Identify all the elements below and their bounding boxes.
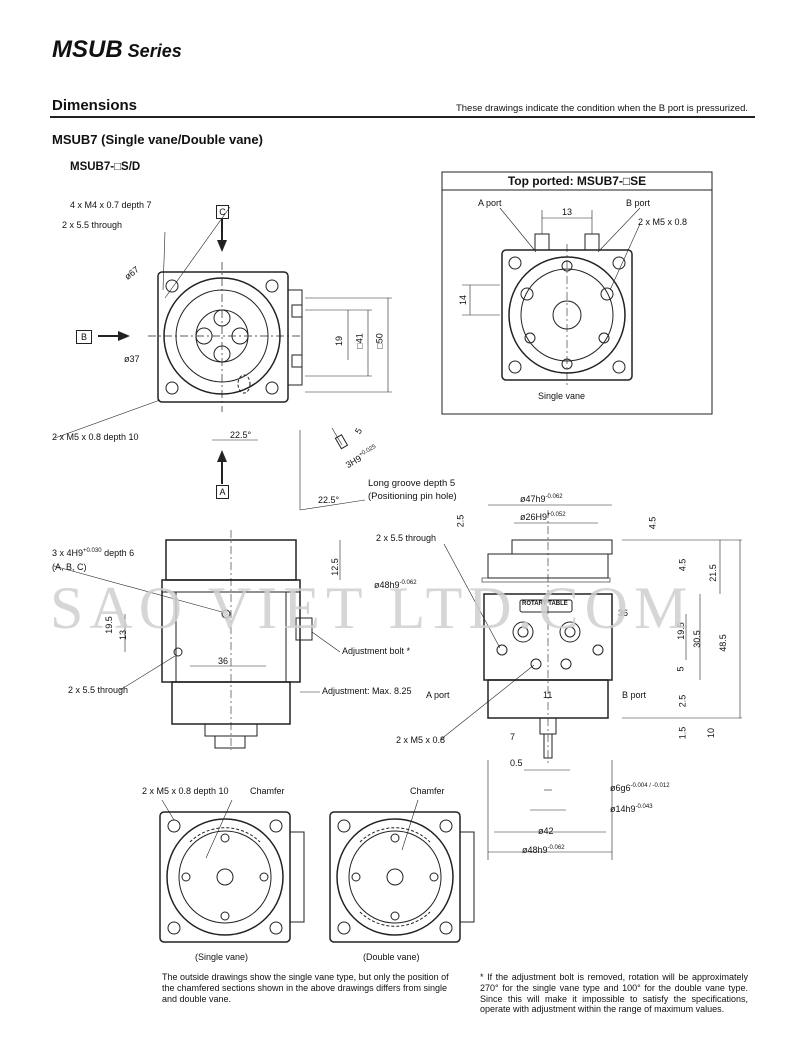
d47-text: ø47h9 bbox=[520, 494, 546, 504]
d48b-text: ø48h9 bbox=[522, 845, 548, 855]
bottom-views-drawing bbox=[159, 799, 475, 943]
label-dim-41: □41 bbox=[354, 333, 365, 349]
footnote-right: * If the adjustment bolt is removed, rot… bbox=[480, 972, 748, 1015]
d26-text: ø26H9 bbox=[520, 512, 548, 522]
front-view-drawing bbox=[54, 206, 392, 511]
right-label-d42: ø42 bbox=[538, 826, 554, 836]
model-title: MSUB7 (Single vane/Double vane) bbox=[52, 132, 263, 147]
side-label-dim-36: 36 bbox=[218, 656, 229, 666]
right-label-dim-11: 11 bbox=[543, 690, 553, 700]
right-label-d48b: ø48h9-0.062 bbox=[522, 845, 565, 855]
label-dim-50: □50 bbox=[374, 333, 385, 349]
section-divider bbox=[50, 116, 755, 118]
right-label-dim-36: 36 bbox=[618, 608, 629, 618]
right-view-drawing bbox=[439, 504, 742, 860]
top-caption: Single vane bbox=[538, 391, 586, 401]
label-through-holes: 2 x 5.5 through bbox=[62, 220, 123, 230]
right-label-dim-48-5: 48.5 bbox=[717, 634, 728, 652]
side-label-adj-bolt: Adjustment bolt * bbox=[342, 646, 411, 656]
label-d37: ø37 bbox=[124, 354, 140, 364]
d48-tolerance: -0.062 bbox=[399, 580, 417, 586]
port-a-box: A bbox=[216, 485, 229, 499]
right-label-dim-4-5a: 4.5 bbox=[647, 516, 658, 530]
side-label-through: 2 x 5.5 through bbox=[68, 685, 129, 695]
d14-text: ø14h9 bbox=[610, 804, 636, 814]
right-label-d48: ø48h9-0.062 bbox=[374, 580, 417, 590]
h9-holes-depth: depth 6 bbox=[104, 548, 135, 558]
d6-tolerance: -0.004 / -0.012 bbox=[630, 783, 670, 789]
top-ported-drawing bbox=[441, 171, 713, 415]
right-label-dim-2-5b: 2.5 bbox=[677, 694, 688, 708]
side-label-adj-max: Adjustment: Max. 8.25 bbox=[322, 686, 412, 696]
right-label-dim-7: 7 bbox=[510, 732, 516, 742]
section-title: Dimensions bbox=[52, 97, 138, 114]
top-label-dim-13: 13 bbox=[562, 207, 573, 217]
section-note: These drawings indicate the condition wh… bbox=[455, 103, 748, 114]
d6-text: ø6g6 bbox=[610, 783, 631, 793]
label-groove-note: (Positioning pin hole) bbox=[368, 491, 457, 502]
side-label-4h9: 3 x 4H9+0.030 depth 6 bbox=[52, 548, 134, 558]
right-label-through: 2 x 5.5 through bbox=[376, 533, 437, 543]
top-ported-title: Top ported: MSUB7-□SE bbox=[507, 174, 647, 188]
right-label-d47: ø47h9-0.062 bbox=[520, 494, 563, 504]
side-label-abc: (A, B, C) bbox=[52, 562, 87, 572]
right-label-thread: 2 x M5 x 0.8 bbox=[396, 735, 446, 745]
top-label-b-port: B port bbox=[626, 198, 651, 208]
right-label-dim-21-5: 21.5 bbox=[707, 564, 718, 582]
series-title: MSUB Series bbox=[52, 36, 182, 64]
top-label-a-port: A port bbox=[478, 198, 502, 208]
h9-holes-tolerance: +0.030 bbox=[83, 548, 102, 554]
right-label-dim-4-5b: 4.5 bbox=[677, 558, 688, 572]
rotary-table-plate: ROTARY TABLE bbox=[522, 601, 568, 607]
bottom-caption-double: (Double vane) bbox=[363, 952, 420, 962]
label-angle-1: 22.5° bbox=[230, 430, 252, 440]
series-suffix: Series bbox=[122, 41, 182, 61]
bottom-caption-single: (Single vane) bbox=[195, 952, 249, 962]
d26-tolerance: +0.052 bbox=[547, 512, 566, 518]
port-c-box: C bbox=[216, 205, 229, 219]
right-label-d6: ø6g6-0.004 / -0.012 bbox=[610, 783, 670, 793]
port-b-box: B bbox=[76, 330, 92, 344]
bottom-label-chamfer-1: Chamfer bbox=[250, 786, 285, 796]
footnote-left: The outside drawings show the single van… bbox=[162, 972, 449, 1004]
h9-holes-text: 3 x 4H9 bbox=[52, 548, 84, 558]
watermark: SAO VIET LTD.COM bbox=[50, 575, 694, 641]
right-label-dim-5: 5 bbox=[675, 666, 686, 672]
top-label-thread: 2 x M5 x 0.8 bbox=[638, 217, 688, 227]
model-subtitle: MSUB7-□S/D bbox=[70, 161, 141, 173]
d14-tolerance: -0.043 bbox=[635, 804, 653, 810]
d48b-tolerance: -0.062 bbox=[547, 845, 565, 851]
top-label-dim-14: 14 bbox=[458, 294, 469, 306]
right-label-b-port: B port bbox=[622, 690, 647, 700]
right-label-a-port: A port bbox=[426, 690, 450, 700]
right-label-dim-10: 10 bbox=[706, 727, 717, 739]
right-label-dim-0-5: 0.5 bbox=[510, 758, 523, 768]
d48-text: ø48h9 bbox=[374, 580, 400, 590]
side-view-drawing bbox=[53, 530, 341, 750]
label-dim-19: 19 bbox=[334, 335, 345, 347]
right-label-dim-1-5: 1.5 bbox=[677, 726, 688, 740]
right-label-d26: ø26H9+0.052 bbox=[520, 512, 566, 522]
bottom-label-m5-depth: 2 x M5 x 0.8 depth 10 bbox=[142, 786, 229, 796]
label-m4-holes: 4 x M4 x 0.7 depth 7 bbox=[70, 200, 152, 210]
right-label-d14: ø14h9-0.043 bbox=[610, 804, 653, 814]
label-groove: Long groove depth 5 bbox=[368, 478, 456, 489]
d47-tolerance: -0.062 bbox=[545, 494, 563, 500]
series-main: MSUB bbox=[52, 36, 123, 63]
bottom-label-chamfer-2: Chamfer bbox=[410, 786, 445, 796]
label-m5-depth: 2 x M5 x 0.8 depth 10 bbox=[52, 432, 139, 442]
right-label-dim-2-5: 2.5 bbox=[455, 514, 466, 528]
label-angle-2: 22.5° bbox=[318, 495, 340, 505]
